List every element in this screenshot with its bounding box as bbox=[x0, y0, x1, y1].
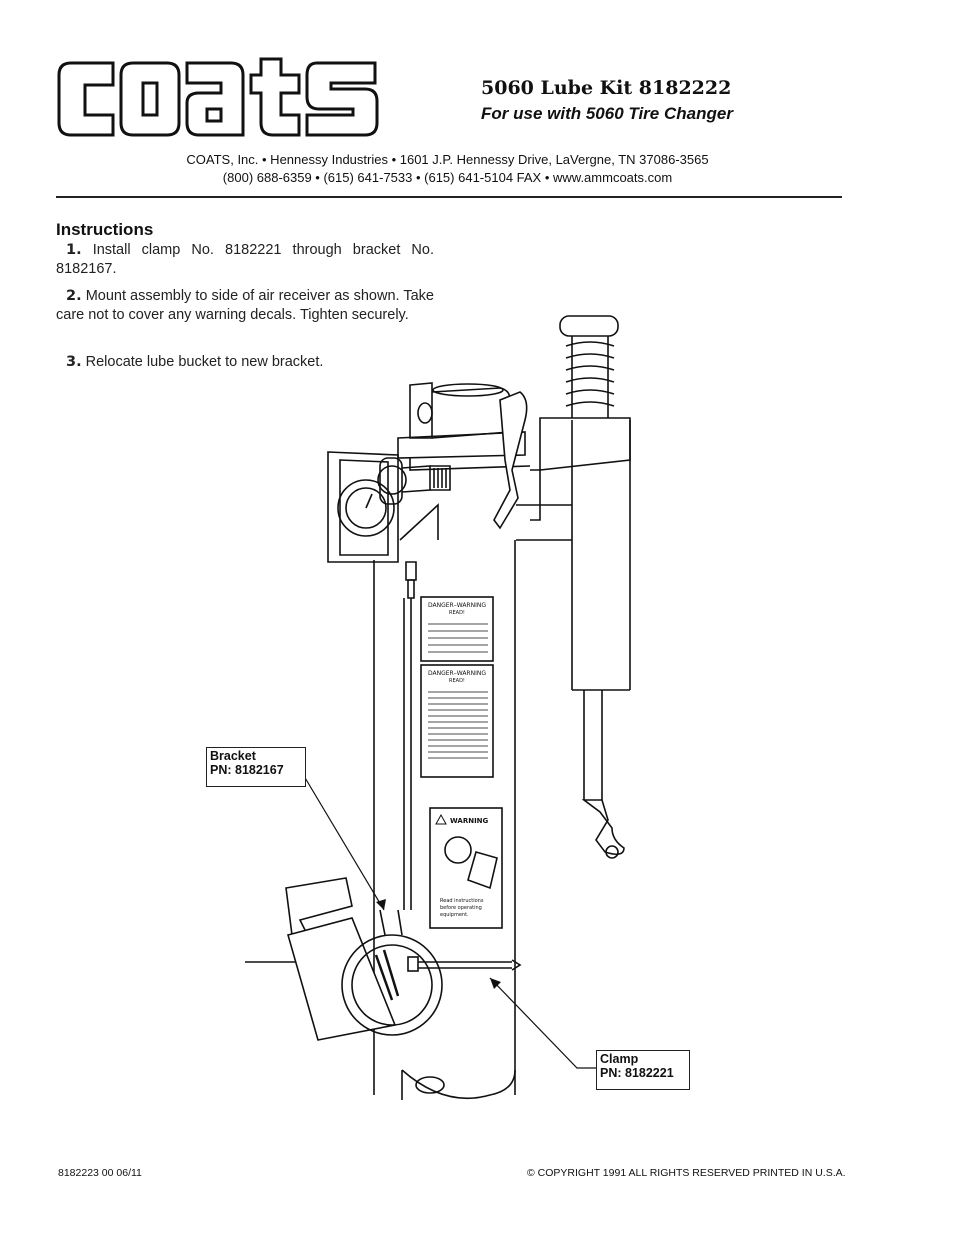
step-text: Install clamp No. 8182221 through bracke… bbox=[56, 242, 434, 277]
decal-subtitle: READ! bbox=[449, 678, 465, 684]
step-text: Mount assembly to side of air receiver a… bbox=[56, 288, 434, 323]
callout-part-number: PN: 8182221 bbox=[600, 1066, 674, 1080]
clamp-leader-line bbox=[489, 977, 596, 1069]
document-number: 8182223 00 06/11 bbox=[58, 1167, 142, 1179]
warning-text: before operating bbox=[440, 905, 482, 911]
coats-logo bbox=[57, 57, 379, 137]
header-divider bbox=[56, 196, 842, 198]
lube-fitting bbox=[403, 561, 417, 910]
company-address: COATS, Inc. • Hennessy Industries • 1601… bbox=[186, 152, 709, 167]
gauge-panel bbox=[327, 451, 451, 563]
document-subtitle: For use with 5060 Tire Changer bbox=[481, 104, 733, 123]
callout-title: Clamp bbox=[600, 1052, 639, 1066]
danger-decal-2: DANGER–WARNING READ! bbox=[420, 664, 494, 778]
bracket-loop bbox=[341, 909, 443, 1036]
instruction-step: 1. Install clamp No. 8182221 through bra… bbox=[56, 241, 434, 279]
spring-cylinder bbox=[516, 315, 631, 859]
decal-title: DANGER–WARNING bbox=[428, 670, 486, 677]
document-title: 5060 Lube Kit 8182222 bbox=[481, 77, 732, 99]
warning-text: Read instructions bbox=[440, 898, 484, 904]
bracket-leader-arrow bbox=[376, 899, 386, 910]
danger-decal-1: DANGER–WARNING READ! bbox=[420, 596, 494, 662]
step-number: 1. bbox=[66, 242, 82, 258]
lube-bucket bbox=[285, 877, 397, 1041]
callout-part-number: PN: 8182167 bbox=[210, 763, 284, 777]
step-number: 3. bbox=[66, 354, 82, 370]
warning-decal: WARNING Read instructions before operati… bbox=[429, 807, 503, 929]
instruction-step: 3. Relocate lube bucket to new bracket. bbox=[56, 353, 434, 372]
instruction-step: 2. Mount assembly to side of air receive… bbox=[56, 287, 434, 325]
top-housing bbox=[397, 382, 531, 530]
clamp-callout: Clamp PN: 8182221 bbox=[596, 1050, 690, 1090]
warning-title: WARNING bbox=[450, 817, 489, 825]
decal-subtitle: READ! bbox=[449, 610, 465, 616]
company-contact: (800) 688-6359 • (615) 641-7533 • (615) … bbox=[222, 170, 673, 185]
step-text: Relocate lube bucket to new bracket. bbox=[85, 354, 324, 370]
bracket-leader-line bbox=[297, 765, 385, 911]
instructions-heading: Instructions bbox=[56, 220, 154, 239]
clamp-leader-arrow bbox=[490, 978, 501, 989]
clamp-rod bbox=[245, 956, 522, 972]
warning-text: equipment. bbox=[440, 912, 469, 918]
bracket-callout: Bracket PN: 8182167 bbox=[206, 747, 306, 787]
step-number: 2. bbox=[66, 288, 82, 304]
callout-title: Bracket bbox=[210, 749, 256, 763]
decal-title: DANGER–WARNING bbox=[428, 602, 486, 609]
copyright-notice: © COPYRIGHT 1991 ALL RIGHTS RESERVED PRI… bbox=[527, 1167, 846, 1179]
